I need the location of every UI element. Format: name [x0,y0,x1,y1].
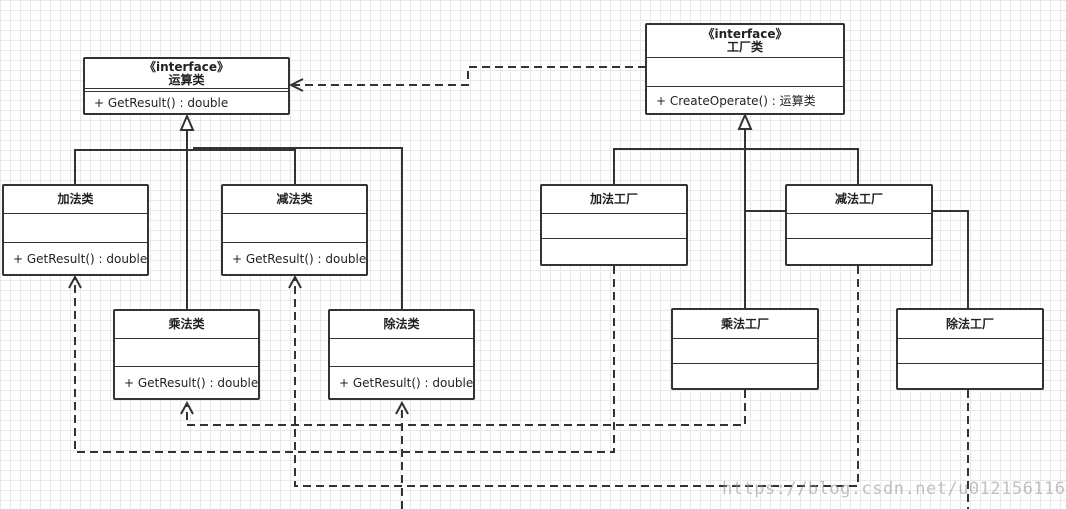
sub-factory-class[interactable]: 减法工厂 [785,184,933,266]
div-class[interactable]: 除法类 + GetResult() : double [328,309,475,400]
class-name: 工厂类 [726,40,763,54]
operation-signature: + GetResult() : double [94,95,229,110]
attributes-section [85,89,288,92]
class-name: 减法工厂 [834,192,883,206]
class-name: 除法工厂 [945,316,994,331]
class-header: 《interface》 工厂类 [647,25,843,58]
attributes-section [787,214,931,239]
watermark-url: https://blog.csdn.net/u012156116 [722,479,1066,499]
attributes-section [898,339,1042,364]
class-name: 加法工厂 [589,192,638,206]
dep-arrow-sub [288,274,302,289]
mul-factory-class[interactable]: 乘法工厂 [671,308,819,390]
add-factory-class[interactable]: 加法工厂 [540,184,688,266]
attributes-section [647,58,843,87]
class-header: 除法类 [330,311,473,339]
dependency-arrowhead [288,78,304,92]
stereotype-label: 《interface》 [143,59,230,74]
dependency-factory-to-operation [293,66,646,86]
dep-arrow-add [68,274,82,289]
class-header: 减法类 [223,186,366,214]
class-header: 除法工厂 [898,310,1042,339]
operation-signature: + GetResult() : double [232,251,367,266]
operation-signature: + CreateOperate() : 运算类 [656,93,816,108]
class-name: 运算类 [168,72,205,87]
operation-signature: + GetResult() : double [13,251,148,266]
operations-section [673,364,817,388]
dep-arrow-mul [180,400,194,415]
mul-class[interactable]: 乘法类 + GetResult() : double [113,309,260,400]
class-header: 乘法工厂 [673,310,817,339]
arrowhead-operation [179,113,195,131]
class-header: 乘法类 [115,311,258,339]
add-class[interactable]: 加法类 + GetResult() : double [2,184,149,276]
operations-section [898,364,1042,388]
attributes-section [542,214,686,239]
class-name: 乘法类 [168,317,205,331]
operation-signature: + GetResult() : double [339,375,474,390]
operations-section [542,239,686,264]
attributes-section [330,339,473,367]
class-name: 减法类 [276,192,313,206]
operation-interface[interactable]: 《interface》 运算类 + GetResult() : double [83,57,290,115]
attributes-section [115,339,258,367]
attributes-section [4,214,147,243]
arrowhead-factory [737,112,753,130]
operations-section [787,239,931,264]
dep-arrow-div [395,400,409,415]
div-factory-class[interactable]: 除法工厂 [896,308,1044,390]
stereotype-label: 《interface》 [702,27,788,41]
sub-class[interactable]: 减法类 + GetResult() : double [221,184,368,276]
class-header: 加法工厂 [542,186,686,214]
class-name: 除法类 [383,317,420,331]
class-header: 加法类 [4,186,147,214]
attributes-section [223,214,366,243]
class-name: 乘法工厂 [720,316,769,331]
class-name: 加法类 [57,192,94,206]
class-header: 《interface》 运算类 [85,59,288,89]
factory-interface[interactable]: 《interface》 工厂类 + CreateOperate() : 运算类 [645,23,845,115]
class-header: 减法工厂 [787,186,931,214]
operation-signature: + GetResult() : double [124,375,259,390]
attributes-section [673,339,817,364]
